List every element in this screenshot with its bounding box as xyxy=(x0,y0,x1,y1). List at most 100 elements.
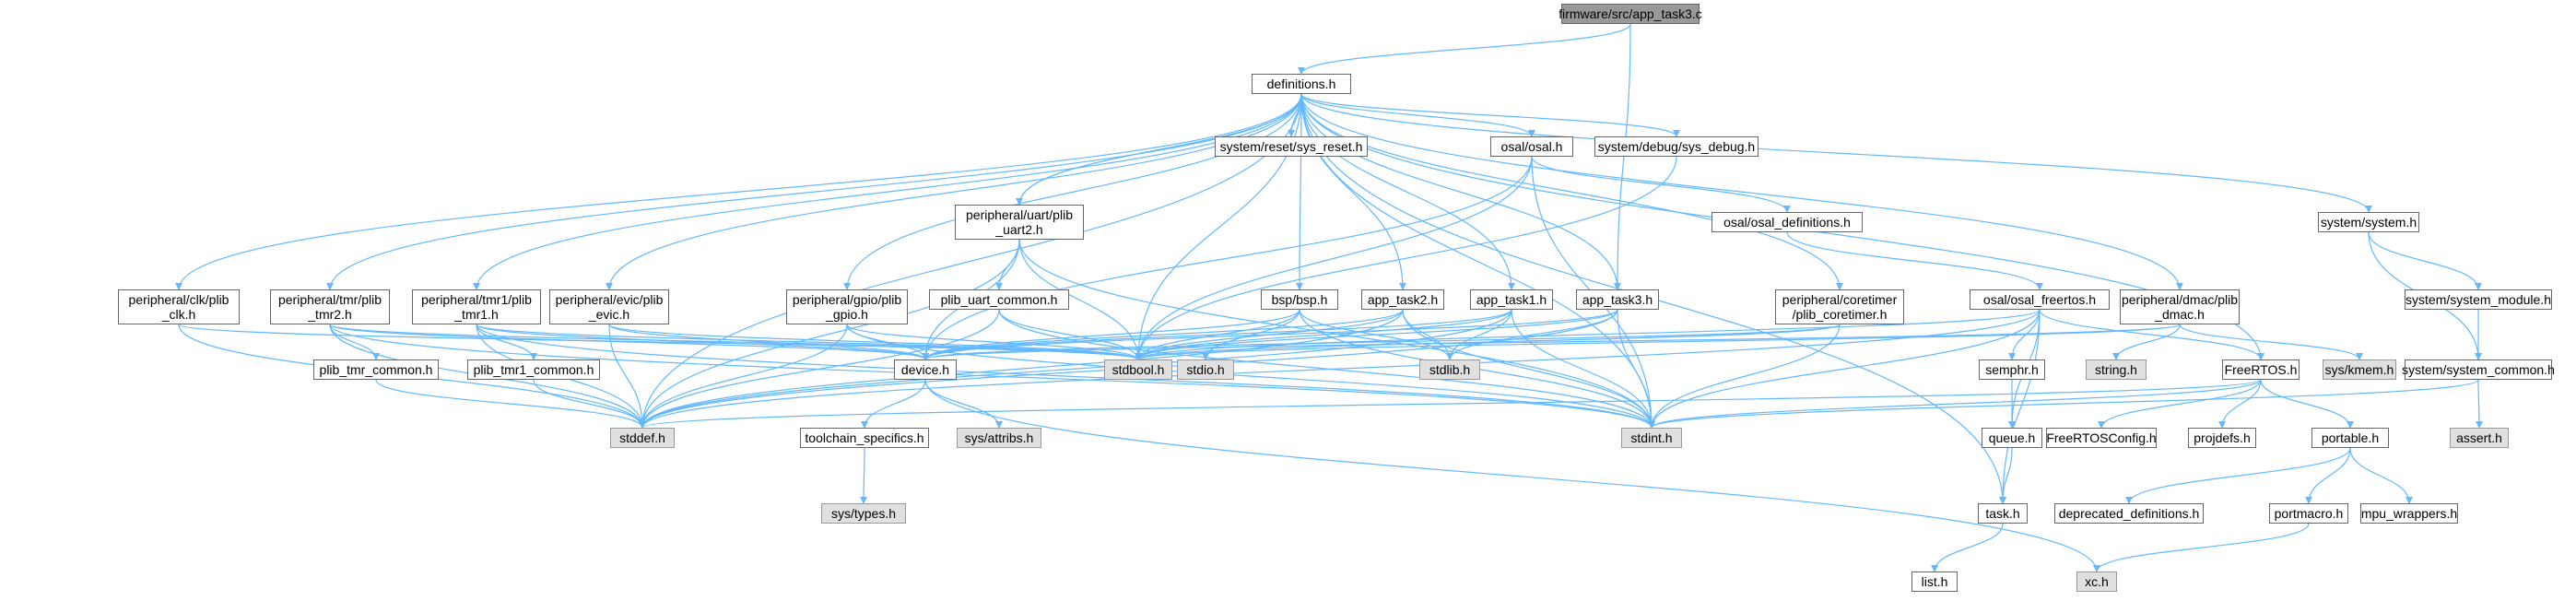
edge-definitions-to-sys-debug xyxy=(1300,93,1680,137)
node-definitions[interactable]: definitions.h xyxy=(1252,74,1351,94)
edge-uart2-to-stddef xyxy=(639,239,1020,429)
edge-app-task2-to-stdlib xyxy=(1402,309,1453,360)
node-tmr1-common[interactable]: plib_tmr1_common.h xyxy=(467,359,600,380)
edge-uart2-to-stdbool xyxy=(1018,239,1142,360)
edge-app-task1-to-stddef xyxy=(639,309,1512,429)
edge-dmac-to-device xyxy=(922,324,2181,360)
node-gpio[interactable]: peripheral/gpio/plib _gpio.h xyxy=(786,289,908,324)
edge-device-to-xc xyxy=(924,379,2100,572)
node-toolchain[interactable]: toolchain_specifics.h xyxy=(800,428,929,448)
edge-tmr1-common-to-stddef xyxy=(533,379,646,429)
edge-definitions-to-coretimer xyxy=(1300,93,1843,290)
edge-device-to-toolchain xyxy=(861,379,926,429)
node-tmr-common[interactable]: plib_tmr_common.h xyxy=(313,359,439,380)
node-osal[interactable]: osal/osal.h xyxy=(1490,136,1573,157)
edge-portable-to-portmacro xyxy=(2305,447,2351,504)
node-kmem: sys/kmem.h xyxy=(2323,359,2396,380)
edge-portable-to-deprecated xyxy=(2125,447,2351,504)
node-stdio: stdio.h xyxy=(1177,359,1234,380)
edge-dmac-to-stdbool xyxy=(1135,324,2181,360)
node-sys-reset[interactable]: system/reset/sys_reset.h xyxy=(1215,136,1368,157)
edge-app-task1-to-stdlib xyxy=(1446,309,1512,360)
edge-osal-to-device xyxy=(922,156,1533,360)
node-device[interactable]: device.h xyxy=(894,359,957,380)
edge-tmr1-to-stdbool xyxy=(476,324,1142,360)
edge-app-task1-to-device xyxy=(922,309,1512,360)
edge-toolchain-to-sys-types xyxy=(860,447,868,504)
edge-tmr2-to-stdint xyxy=(329,324,1655,429)
edge-definitions-to-bsp xyxy=(1296,93,1304,290)
node-semphr[interactable]: semphr.h xyxy=(1979,359,2045,380)
node-app-task2[interactable]: app_task2.h xyxy=(1361,289,1444,310)
edge-osal-freertos-to-stdint xyxy=(1648,309,2041,429)
edge-clk-to-stdbool xyxy=(178,324,1142,360)
node-task[interactable]: task.h xyxy=(1978,503,2028,524)
node-coretimer[interactable]: peripheral/coretimer /plib_coretimer.h xyxy=(1775,289,1904,324)
node-osal-defs[interactable]: osal/osal_definitions.h xyxy=(1711,212,1863,232)
edge-queue-to-task xyxy=(1999,447,2013,504)
node-bsp[interactable]: bsp/bsp.h xyxy=(1261,289,1338,310)
node-app-task1[interactable]: app_task1.h xyxy=(1470,289,1553,310)
node-uart-common[interactable]: plib_uart_common.h xyxy=(929,289,1069,310)
node-evic[interactable]: peripheral/evic/plib _evic.h xyxy=(549,289,669,324)
node-root: firmware/src/app_task3.c xyxy=(1559,4,1702,24)
edge-app-task1-to-stdint xyxy=(1511,309,1655,429)
edge-definitions-to-tmr1 xyxy=(473,93,1302,290)
edge-evic-to-device xyxy=(608,324,929,360)
edge-definitions-to-evic xyxy=(606,93,1302,290)
node-system-h[interactable]: system/system.h xyxy=(2318,212,2419,232)
node-sys-debug[interactable]: system/debug/sys_debug.h xyxy=(1594,136,1759,157)
edge-evic-to-stdbool xyxy=(608,324,1142,360)
node-deprecated[interactable]: deprecated_definitions.h xyxy=(2054,503,2204,524)
node-string: string.h xyxy=(2086,359,2147,380)
node-clk[interactable]: peripheral/clk/plib _clk.h xyxy=(118,289,240,324)
edge-gpio-to-stdbool xyxy=(846,324,1142,360)
edge-tmr2-to-stdbool xyxy=(329,324,1142,360)
node-portmacro[interactable]: portmacro.h xyxy=(2269,503,2348,524)
edge-coretimer-to-device xyxy=(922,324,1841,360)
node-tmr1[interactable]: peripheral/tmr1/plib _tmr1.h xyxy=(412,289,541,324)
edge-coretimer-to-stdint xyxy=(1648,324,1841,429)
node-list[interactable]: list.h xyxy=(1911,572,1958,592)
node-mpu-wrappers[interactable]: mpu_wrappers.h xyxy=(2360,503,2458,524)
edge-definitions-to-tmr2 xyxy=(326,93,1302,290)
edge-app-task2-to-device xyxy=(922,309,1404,360)
node-projdefs[interactable]: projdefs.h xyxy=(2188,428,2256,448)
node-system-module[interactable]: system/system_module.h xyxy=(2405,289,2552,310)
edge-portable-to-mpu-wrappers xyxy=(2349,447,2413,504)
edge-app-task2-to-stdint xyxy=(1402,309,1655,429)
edge-tmr1-to-tmr1-common xyxy=(476,324,537,360)
edge-osal-freertos-to-stdbool xyxy=(1135,309,2041,360)
node-xc: xc.h xyxy=(2076,572,2117,592)
edge-tmr1-to-stdint xyxy=(476,324,1655,429)
node-queue[interactable]: queue.h xyxy=(1982,428,2042,448)
edge-root-to-app-task3 xyxy=(1614,23,1631,290)
edge-definitions-to-app-task3 xyxy=(1300,93,1621,290)
edge-sys-debug-to-stdbool xyxy=(1135,156,1677,360)
node-tmr2[interactable]: peripheral/tmr/plib _tmr2.h xyxy=(270,289,390,324)
node-system-common[interactable]: system/system_common.h xyxy=(2402,359,2555,380)
edge-app-task3-to-device xyxy=(922,309,1618,360)
node-osal-freertos[interactable]: osal/osal_freertos.h xyxy=(1970,289,2110,310)
node-stdint: stdint.h xyxy=(1621,428,1682,448)
edge-definitions-to-system-h xyxy=(1300,93,2372,213)
edge-osal-freertos-to-stddef xyxy=(639,309,2041,429)
edge-osal-defs-to-osal-freertos xyxy=(1786,231,2043,290)
edge-dmac-to-kmem xyxy=(2179,324,2363,360)
edge-uart-common-to-stdbool xyxy=(998,309,1142,360)
node-freertos-config[interactable]: FreeRTOSConfig.h xyxy=(2046,428,2157,448)
node-app-task3[interactable]: app_task3.h xyxy=(1576,289,1659,310)
edge-bsp-to-device xyxy=(922,309,1300,360)
node-dmac[interactable]: peripheral/dmac/plib _dmac.h xyxy=(2120,289,2240,324)
node-uart2[interactable]: peripheral/uart/plib _uart2.h xyxy=(955,205,1084,240)
edge-freertos-to-freertos-config xyxy=(2098,379,2262,429)
node-freertos[interactable]: FreeRTOS.h xyxy=(2222,359,2300,380)
edge-definitions-to-stddef xyxy=(639,93,1302,429)
node-stddef: stddef.h xyxy=(610,428,675,448)
edge-app-task3-to-stdint xyxy=(1617,309,1655,429)
edge-osal-to-osal-defs xyxy=(1531,156,1791,213)
node-portable[interactable]: portable.h xyxy=(2311,428,2389,448)
edge-gpio-to-stddef xyxy=(639,324,848,429)
edge-definitions-to-clk xyxy=(175,93,1302,290)
edge-freertos-to-portable xyxy=(2260,379,2354,429)
